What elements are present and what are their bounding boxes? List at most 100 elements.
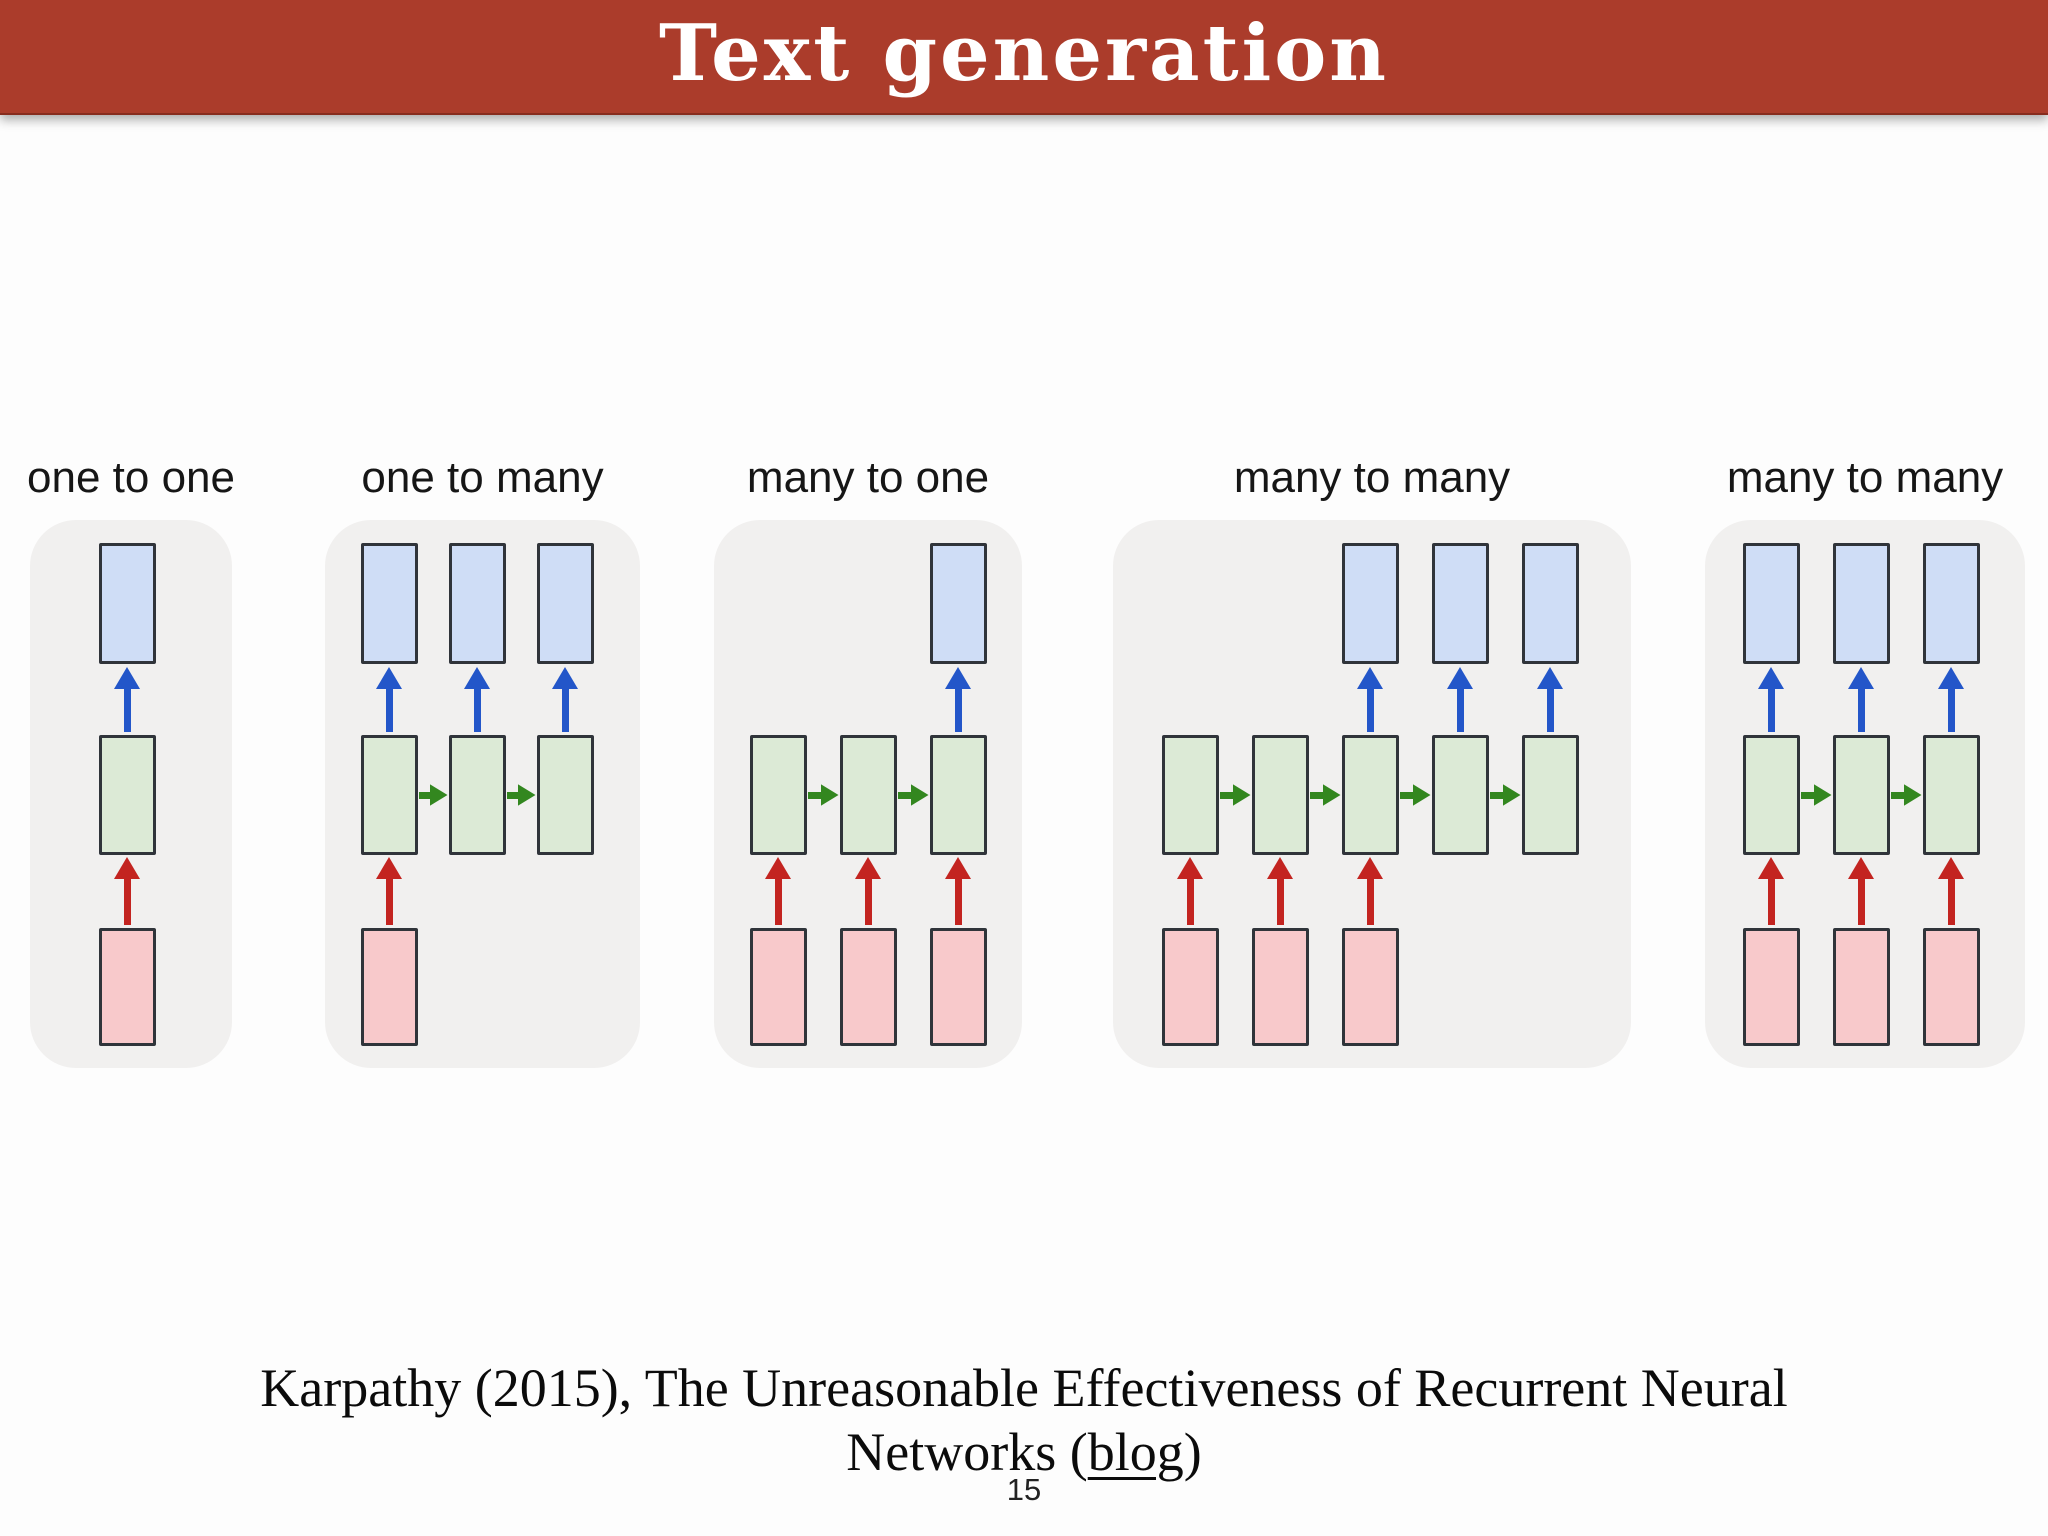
recurrent-arrow-head [1412, 784, 1431, 806]
output-arrow [1758, 667, 1784, 732]
panel-label-2: one to many [361, 453, 604, 502]
output-box [1521, 543, 1579, 664]
hidden-state-box [360, 735, 418, 855]
citation-line-1: Karpathy (2015), The Unreasonable Effect… [260, 1358, 1788, 1418]
input-arrow-head [765, 857, 791, 879]
output-arrow [552, 667, 578, 732]
input-box [1341, 928, 1399, 1046]
input-arrow-head [1848, 857, 1874, 879]
output-box [1742, 543, 1800, 664]
recurrent-arrow [807, 784, 839, 806]
output-box [929, 543, 987, 664]
hidden-state-box [1742, 735, 1800, 855]
output-arrow [1848, 667, 1874, 732]
hidden-state-box [749, 735, 807, 855]
input-box [749, 928, 807, 1046]
output-box [98, 543, 156, 664]
input-arrow-shaft [385, 877, 393, 925]
output-box [536, 543, 594, 664]
citation: Karpathy (2015), The Unreasonable Effect… [0, 1356, 2048, 1484]
citation-line-2: Networks (blog) [846, 1422, 1201, 1482]
hidden-state-box [1251, 735, 1309, 855]
output-arrow-head [1357, 667, 1383, 689]
input-arrow-head [376, 857, 402, 879]
output-arrow-shaft [954, 687, 962, 732]
recurrent-arrow-head [1813, 784, 1832, 806]
recurrent-arrow [418, 784, 448, 806]
output-arrow-shaft [1456, 687, 1464, 732]
input-arrow-head [1938, 857, 1964, 879]
recurrent-arrow-shaft [1800, 791, 1817, 799]
output-arrow-head [945, 667, 971, 689]
input-arrow-shaft [1366, 877, 1374, 925]
recurrent-arrow-shaft [418, 791, 433, 799]
recurrent-arrow [1399, 784, 1431, 806]
recurrent-arrow [1890, 784, 1922, 806]
output-arrow-head [1758, 667, 1784, 689]
hidden-state-box [839, 735, 897, 855]
input-arrow [1938, 857, 1964, 925]
recurrent-arrow [1800, 784, 1832, 806]
output-arrow-shaft [1767, 687, 1775, 732]
recurrent-arrow-shaft [1399, 791, 1416, 799]
output-arrow [1938, 667, 1964, 732]
recurrent-arrow-shaft [1219, 791, 1236, 799]
slide-title-bar: Text generation [0, 0, 2048, 115]
input-arrow-shaft [954, 877, 962, 925]
output-arrow-shaft [385, 687, 393, 732]
hidden-state-box [1341, 735, 1399, 855]
input-arrow-shaft [1767, 877, 1775, 925]
panel-label-1: one to one [27, 453, 235, 502]
input-arrow-head [114, 857, 140, 879]
output-arrow [1357, 667, 1383, 732]
output-box [1341, 543, 1399, 664]
recurrent-arrow-shaft [897, 791, 914, 799]
input-arrow [376, 857, 402, 925]
output-arrow [114, 667, 140, 732]
output-box [1431, 543, 1489, 664]
input-arrow [114, 857, 140, 925]
input-arrow [855, 857, 881, 925]
hidden-state-box [1832, 735, 1890, 855]
input-arrow [1848, 857, 1874, 925]
input-box [1161, 928, 1219, 1046]
output-arrow-head [464, 667, 490, 689]
output-arrow-head [1848, 667, 1874, 689]
hidden-state-box [1431, 735, 1489, 855]
recurrent-arrow-shaft [1309, 791, 1326, 799]
output-box [1922, 543, 1980, 664]
input-arrow-shaft [1857, 877, 1865, 925]
input-arrow [1357, 857, 1383, 925]
recurrent-arrow-shaft [807, 791, 824, 799]
output-arrow-shaft [1947, 687, 1955, 732]
citation-line-2-suffix: ) [1183, 1422, 1202, 1482]
input-arrow-shaft [1276, 877, 1284, 925]
slide-title: Text generation [659, 7, 1389, 99]
recurrent-arrow-shaft [1489, 791, 1506, 799]
output-arrow-head [1938, 667, 1964, 689]
panel-label-4: many to many [1233, 453, 1511, 502]
recurrent-arrow-head [820, 784, 839, 806]
blog-link[interactable]: blog [1087, 1422, 1184, 1482]
output-arrow [376, 667, 402, 732]
recurrent-arrow-head [1502, 784, 1521, 806]
hidden-state-box [929, 735, 987, 855]
input-box [929, 928, 987, 1046]
panel-label-5: many to many [1726, 453, 2004, 502]
input-arrow-shaft [774, 877, 782, 925]
recurrent-arrow-head [1232, 784, 1251, 806]
output-arrow-shaft [561, 687, 569, 732]
input-box [1832, 928, 1890, 1046]
output-arrow [464, 667, 490, 732]
input-arrow-head [1267, 857, 1293, 879]
hidden-state-box [448, 735, 506, 855]
input-box [1922, 928, 1980, 1046]
recurrent-arrow [1309, 784, 1341, 806]
output-arrow-shaft [123, 687, 131, 732]
citation-line-2-prefix: Networks ( [846, 1422, 1088, 1482]
output-box [360, 543, 418, 664]
output-arrow-head [552, 667, 578, 689]
hidden-state-box [1521, 735, 1579, 855]
